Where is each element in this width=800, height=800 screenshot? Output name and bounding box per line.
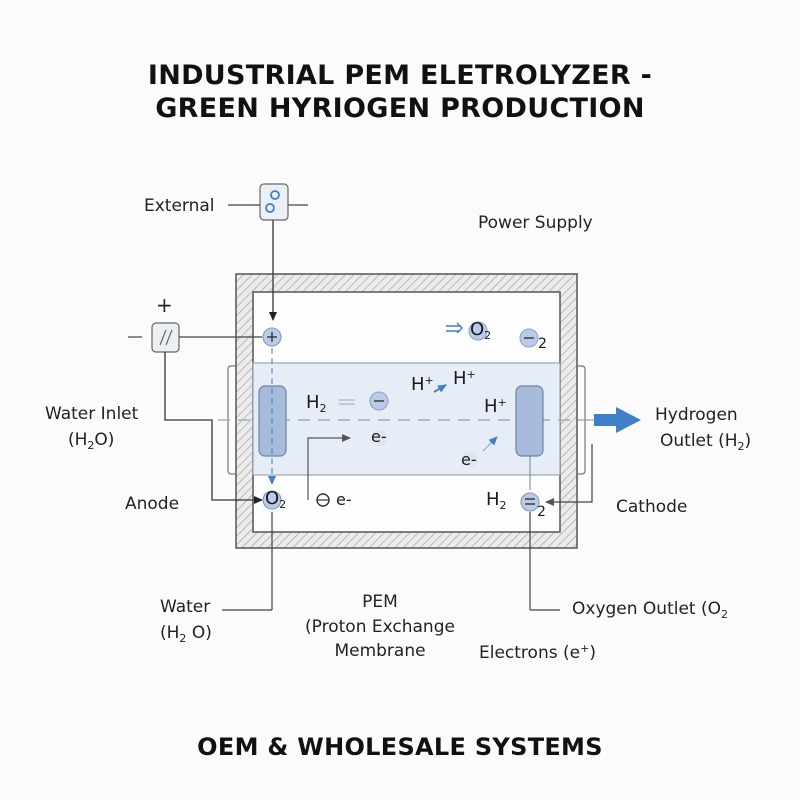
species-base: H — [453, 368, 467, 389]
species-base: H — [411, 374, 425, 395]
battery-switch[interactable] — [128, 322, 262, 353]
anode-label: Anode — [125, 494, 180, 514]
species-h-plus-1: H+ — [411, 374, 434, 395]
pem-label-3: Membrane — [334, 641, 426, 661]
species-eq2-bottom: 2 — [537, 500, 546, 521]
e-mid-halo — [371, 430, 387, 446]
species-h-plus-2: H+ — [453, 368, 476, 389]
external-power-switch[interactable] — [228, 183, 308, 221]
oxygen-outlet-label: Oxygen Outlet (O2 — [572, 598, 728, 626]
species-base: H — [484, 396, 498, 417]
water-inlet-formula: (H2O) — [68, 429, 114, 457]
o2-bottom-ion — [262, 490, 282, 510]
electron-right-arrow — [482, 436, 498, 452]
formula-part: O) — [186, 623, 212, 643]
formula-part: Electrons (e — [479, 643, 581, 663]
species-subscript: 2 — [484, 329, 492, 342]
formula-part: (H — [68, 430, 88, 450]
species-o2-top: O2 — [470, 319, 491, 342]
species-base: O — [470, 319, 485, 340]
water-formula: (H2 O) — [160, 622, 212, 650]
pem-membrane — [252, 362, 561, 476]
species-superscript: + — [424, 374, 434, 387]
battery-plus-sign: + — [156, 293, 173, 317]
eq-bottom-ion — [520, 492, 540, 512]
formula-subscript: 2 — [87, 439, 95, 452]
electron-path-line — [307, 434, 351, 500]
species-base: O — [265, 488, 280, 509]
formula-part: Outlet (H — [660, 431, 738, 451]
species-superscript: + — [497, 396, 507, 409]
formula-part: Oxygen Outlet (O — [572, 599, 722, 619]
cathode-label: Cathode — [616, 497, 688, 517]
species-o2-bottom: O2 — [265, 488, 286, 511]
formula-part: (H — [160, 623, 180, 643]
cathode-input-line — [545, 444, 593, 506]
footer-title: OEM & WHOLESALE SYSTEMS — [197, 733, 603, 761]
species-e-minus-bottom: e- — [336, 490, 352, 509]
water-label: Water — [160, 597, 211, 617]
formula-subscript: 2 — [721, 608, 729, 621]
hydrogen-outlet-label-2: Outlet (H2) — [660, 430, 751, 458]
formula-subscript: 2 — [737, 440, 745, 453]
formula-subscript: 2 — [179, 632, 187, 645]
cathode-electrode — [515, 385, 544, 457]
formula-superscript: + — [580, 642, 590, 655]
title-line-1: INDUSTRIAL PEM ELETROLYZER - — [147, 60, 653, 91]
o2-double-arrow — [446, 325, 460, 332]
species-subscript: 2 — [279, 498, 287, 511]
species-e-minus-right: e- — [461, 450, 477, 469]
species-base: H — [306, 392, 320, 413]
water-inlet-line — [164, 352, 263, 504]
formula-part: ) — [589, 643, 596, 663]
power-supply-label: Power Supply — [478, 213, 593, 233]
species-subscript: 2 — [537, 504, 546, 520]
electrons-label: Electrons (e+) — [479, 638, 596, 664]
formula-part: O) — [94, 430, 115, 450]
formula-part: ) — [744, 431, 752, 451]
pem-label-1: PEM — [362, 592, 398, 612]
title-line-2: GREEN HYRIOGEN PRODUCTION — [155, 93, 645, 124]
water-inlet-label: Water Inlet — [45, 404, 139, 424]
hydrogen-outlet-label-1: Hydrogen — [655, 405, 738, 425]
species-h2-bottom: H2 — [486, 489, 507, 512]
pem-label-2: (Proton Exchange — [305, 617, 455, 637]
species-superscript: + — [466, 368, 476, 381]
species-e-minus-mid: e- — [371, 427, 387, 446]
hydrogen-outlet-arrow — [585, 407, 641, 433]
species-subscript: 2 — [499, 499, 507, 512]
species-h2-mid: H2 — [306, 392, 327, 415]
species-subscript: 2 — [319, 402, 327, 415]
species-subscript: 2 — [538, 336, 547, 352]
species-minus2-top: 2 — [538, 332, 547, 353]
o2-top-ion — [468, 321, 488, 341]
species-h-plus-3: H+ — [484, 396, 507, 417]
external-label: External — [144, 196, 215, 216]
proton-arrow — [433, 384, 447, 393]
species-base: H — [486, 489, 500, 510]
e-right-halo — [462, 451, 478, 467]
h2-flow-arrow — [339, 399, 355, 405]
